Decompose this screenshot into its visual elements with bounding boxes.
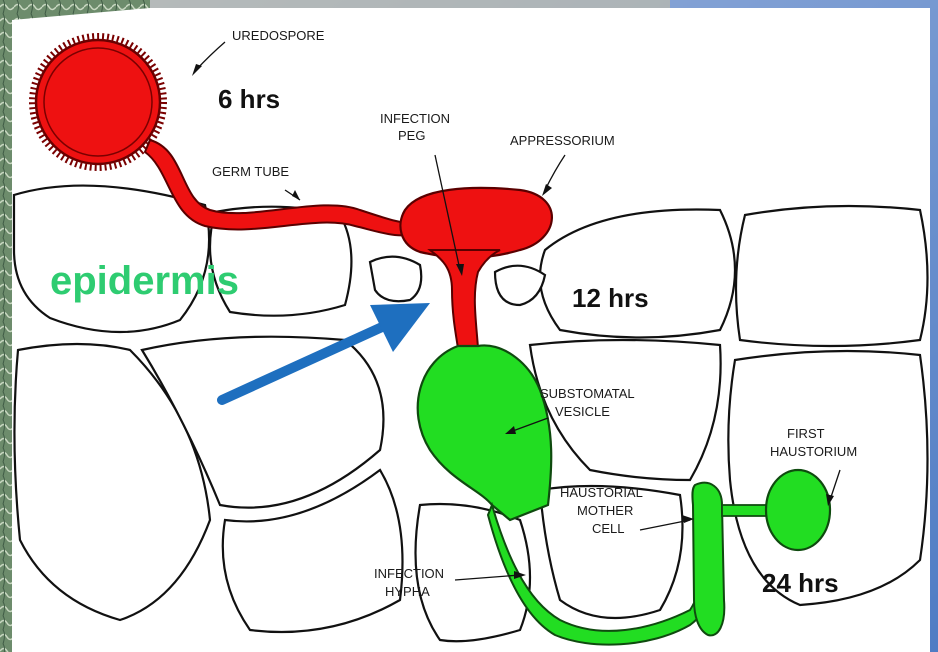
label-uredospore: UREDOSPORE [232,28,325,43]
cell [728,351,927,605]
label-haustorial-1: HAUSTORIAL [560,485,643,500]
label-substomatal-2: VESICLE [555,404,610,419]
label-first-haustorium-1: FIRST [787,426,825,441]
time-24-hrs: 24 hrs [762,568,839,598]
label-substomatal-1: SUBSTOMATAL [540,386,635,401]
label-appressorium: APPRESSORIUM [510,133,615,148]
label-first-haustorium-2: HAUSTORIUM [770,444,857,459]
time-6-hrs: 6 hrs [218,84,280,114]
cell [370,257,421,302]
label-infection-hypha-1: INFECTION [374,566,444,581]
label-infection-peg-1: INFECTION [380,111,450,126]
epidermis-label: epidermis [50,259,239,303]
appressorium [400,188,551,258]
haustorial-mother-cell [692,483,724,636]
label-haustorial-2: MOTHER [577,503,633,518]
time-12-hrs: 12 hrs [572,283,649,313]
label-infection-peg-2: PEG [398,128,425,143]
cell [736,206,928,346]
label-infection-hypha-2: HYPHA [385,584,430,599]
haustorial-neck [722,505,770,516]
label-haustorial-3: CELL [592,521,625,536]
label-germ-tube: GERM TUBE [212,164,289,179]
first-haustorium [766,470,830,550]
